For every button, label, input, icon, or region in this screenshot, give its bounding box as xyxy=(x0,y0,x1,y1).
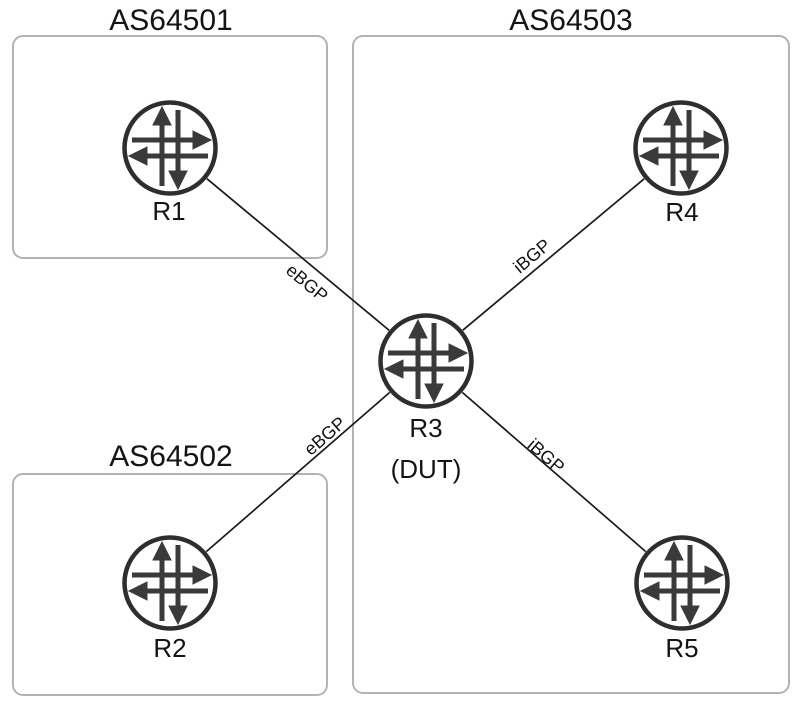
router-icon xyxy=(381,316,472,407)
as64501-title: AS64501 xyxy=(109,4,232,37)
router-r2-label: R2 xyxy=(153,633,186,663)
as64502-title: AS64502 xyxy=(109,440,232,473)
router-icon xyxy=(125,103,216,194)
router-r3-label: R3 xyxy=(409,413,442,443)
link-r3-r4-line xyxy=(462,178,645,331)
router-icon xyxy=(637,538,728,629)
router-r1: R1 xyxy=(125,103,216,226)
router-r3-sublabel: (DUT) xyxy=(391,454,462,484)
router-r4: R4 xyxy=(636,103,727,227)
router-r2: R2 xyxy=(125,538,216,663)
router-r5: R5 xyxy=(637,538,728,663)
link-r3-r5-line xyxy=(461,391,647,553)
link-r1-r3-line xyxy=(206,178,390,331)
router-icon xyxy=(636,103,727,194)
router-icon xyxy=(125,538,216,629)
router-r3-dut: R3 (DUT) xyxy=(381,316,472,484)
as64503-title: AS64503 xyxy=(509,4,632,37)
link-r1-r3-label: eBGP xyxy=(282,260,332,306)
as-group-as64503: AS64503 xyxy=(352,4,790,694)
link-r2-r3-line xyxy=(205,391,391,553)
router-r4-label: R4 xyxy=(665,197,698,227)
link-r2-r3-label: eBGP xyxy=(300,413,349,460)
router-r1-label: R1 xyxy=(152,196,185,226)
router-r5-label: R5 xyxy=(665,633,698,663)
as64503-box xyxy=(352,35,790,694)
